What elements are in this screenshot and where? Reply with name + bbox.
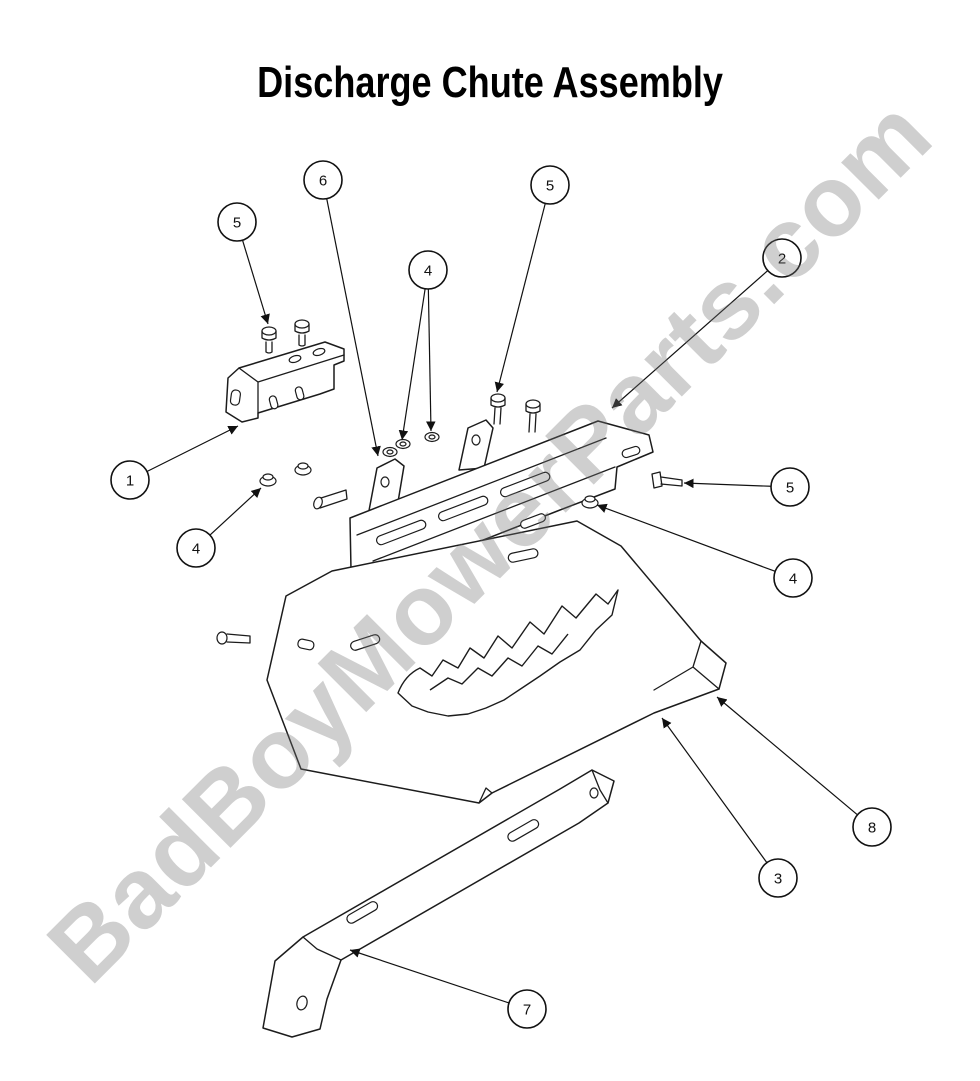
callout-number: 6: [319, 172, 327, 189]
side-bolt-pin: [216, 631, 315, 651]
callout-leader-line: [326, 198, 381, 457]
part-1-bracket: [225, 341, 345, 423]
callout-number: 8: [868, 819, 876, 836]
callout-leader-line: [398, 288, 426, 441]
callout-balloon: [303, 160, 343, 200]
callout-number: 1: [126, 472, 134, 489]
callout-leader-line: [494, 203, 546, 393]
callout-6: 6: [303, 160, 381, 457]
bolt-pair-top-left: [261, 319, 310, 354]
page-title: Discharge Chute Assembly: [0, 58, 980, 108]
callout-leader-line: [209, 487, 262, 536]
callout-4: 4: [596, 503, 813, 598]
callout-balloon: [773, 558, 813, 598]
callout-4: 4: [176, 487, 262, 568]
callout-balloon: [758, 858, 798, 898]
callout-8: 8: [716, 696, 892, 847]
callout-number: 5: [546, 177, 554, 194]
callout-balloon: [770, 467, 810, 507]
part-3-chute-plate: [266, 520, 727, 804]
callout-5: 5: [494, 165, 570, 393]
callout-leader-line: [349, 948, 510, 1004]
page-title-text: Discharge Chute Assembly: [257, 58, 723, 107]
callout-1: 1: [110, 425, 239, 500]
bolt-pair-center: [490, 393, 541, 433]
callout-balloon: [176, 528, 216, 568]
callout-4: 4: [398, 250, 448, 441]
part-2-support: [349, 420, 654, 584]
callout-number: 5: [233, 214, 241, 231]
callout-balloon: [507, 989, 547, 1029]
callout-2: 2: [611, 238, 802, 409]
callout-leader-line: [596, 503, 776, 572]
callout-number: 5: [786, 479, 794, 496]
callout-5: 5: [683, 467, 810, 507]
callout-balloon: [852, 807, 892, 847]
callout-number: 4: [789, 570, 797, 587]
logo-cutout: [397, 589, 619, 717]
fasteners-left-cluster: [259, 462, 348, 510]
callout-7: 7: [349, 948, 547, 1029]
callout-number: 2: [778, 250, 786, 267]
callout-leader-line: [146, 425, 239, 473]
callout-leader-line: [661, 717, 768, 863]
callout-number: 3: [774, 870, 782, 887]
callout-balloon: [762, 238, 802, 278]
callout-leader-line: [716, 696, 858, 816]
callout-leader-line: [426, 288, 436, 432]
callout-balloon: [217, 202, 257, 242]
callout-balloon: [408, 250, 448, 290]
callouts-layer: 5 6 4 5 2 1 4 5 4 8 3 7: [110, 160, 892, 1029]
callout-number: 4: [192, 540, 200, 557]
callout-leader-line: [683, 478, 772, 489]
callout-number: 7: [523, 1001, 531, 1018]
callout-5: 5: [217, 202, 270, 325]
part-7-lower-bracket: [262, 769, 615, 1038]
callout-balloon: [110, 460, 150, 500]
callout-3: 3: [661, 717, 798, 898]
callout-leader-line: [611, 270, 769, 409]
callout-number: 4: [424, 262, 432, 279]
callout-balloon: [530, 165, 570, 205]
callout-leader-line: [241, 240, 270, 325]
